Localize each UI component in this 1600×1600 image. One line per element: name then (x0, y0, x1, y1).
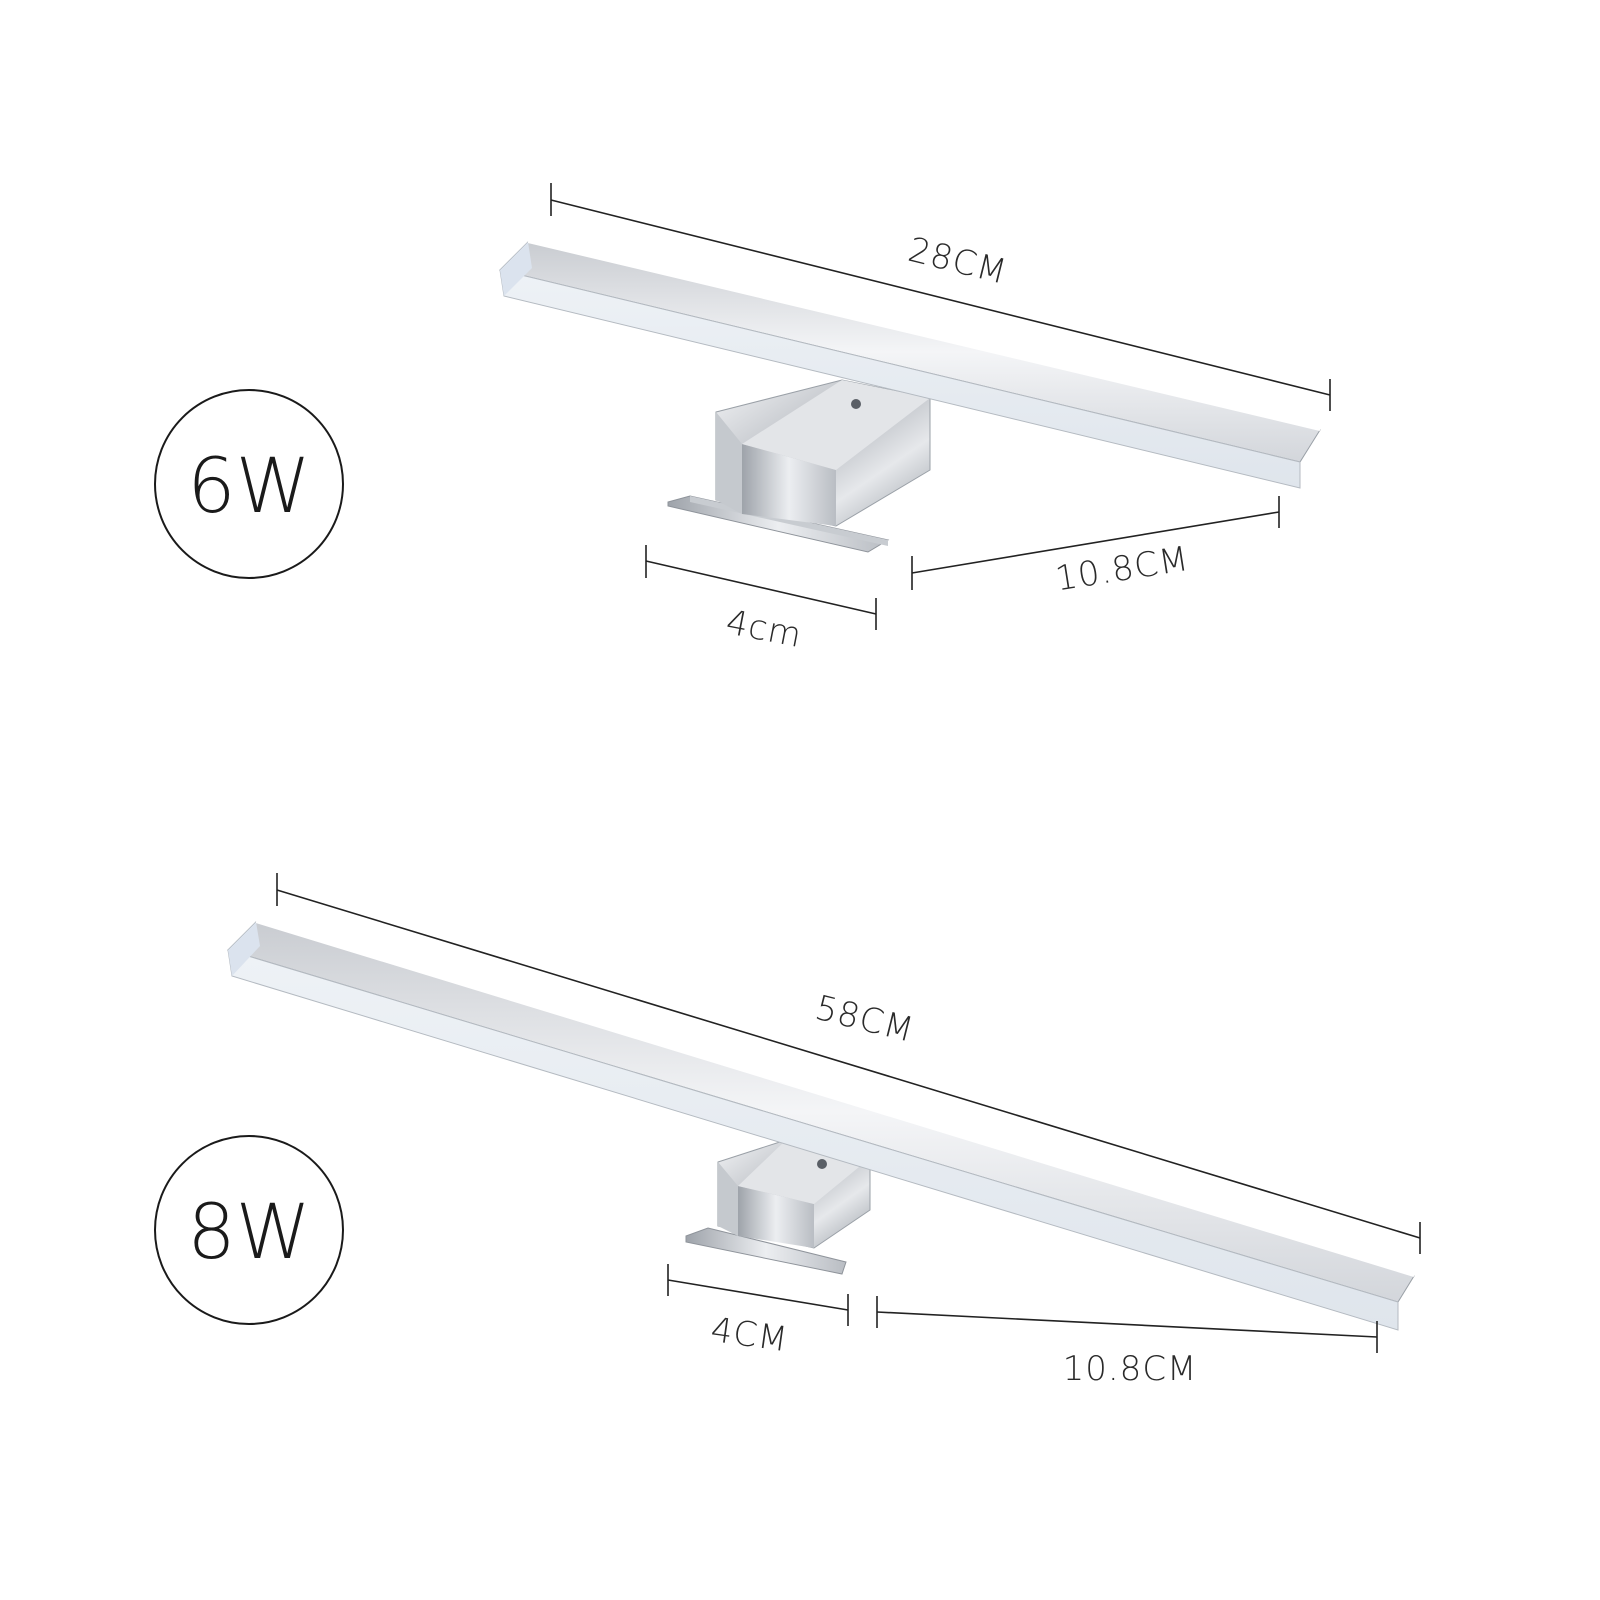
mount-label: 4CM (708, 1310, 791, 1360)
depth-dimension: 10.8CM (911, 496, 1280, 600)
mounting-bracket (667, 379, 931, 553)
product-8w: 8W 58CM 10.8 (154, 873, 1421, 1389)
depth-label: 10.8CM (1053, 539, 1192, 600)
wattage-badge: 8W (154, 1135, 344, 1325)
depth-dimension: 10.8CM (876, 1296, 1378, 1389)
mount-dimension: 4cm (645, 545, 877, 656)
depth-label: 10.8CM (1063, 1349, 1198, 1389)
wattage-badge: 6W (154, 389, 344, 579)
mounting-bracket (685, 1139, 871, 1275)
length-label: 28CM (904, 230, 1011, 293)
length-label: 58CM (811, 988, 918, 1051)
light-bar (227, 921, 1415, 1331)
wattage-label: 6W (187, 441, 311, 530)
mount-label: 4cm (723, 602, 806, 656)
product-6w: 6W 28CM (154, 183, 1331, 656)
light-bar (499, 241, 1321, 489)
wattage-label: 8W (187, 1187, 311, 1276)
mount-dimension: 4CM (667, 1264, 849, 1360)
